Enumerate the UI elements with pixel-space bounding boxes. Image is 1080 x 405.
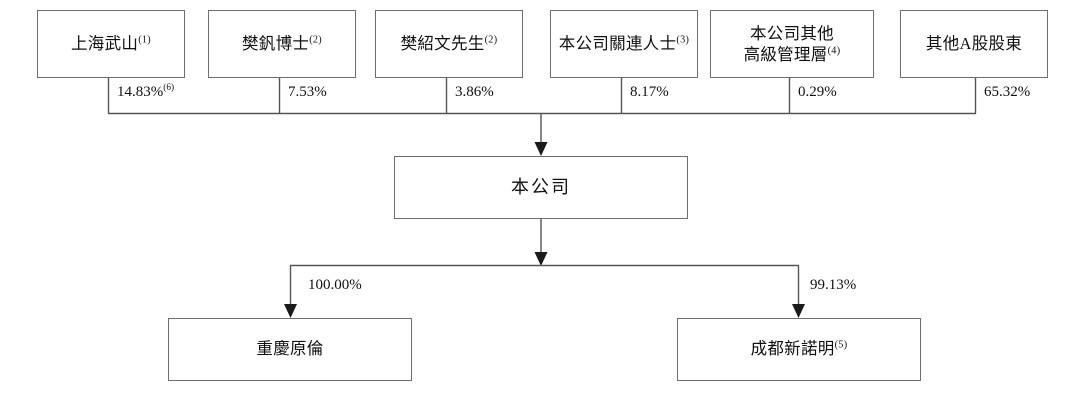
footnote-marker: (3)	[676, 34, 690, 46]
node-label: 樊釩博士(2)	[241, 33, 323, 53]
node-company-connected-persons[interactable]: 本公司關連人士(3)	[550, 10, 698, 78]
node-other-a-share-shareholders[interactable]: 其他A股股東	[900, 10, 1048, 78]
branch-arrowhead-s2	[792, 304, 805, 318]
node-label: 成都新諾明(5)	[750, 339, 848, 359]
footnote-marker: (2)	[309, 34, 323, 46]
edge-label-n2-percent: 7.53%	[288, 84, 327, 100]
node-chongqing-yuanlun[interactable]: 重慶原倫	[168, 318, 412, 381]
edge-label-n1-percent: 14.83%(6)	[117, 83, 175, 100]
footnote-marker: (2)	[484, 34, 498, 46]
edge-label-n5-percent: 0.29%	[798, 84, 837, 100]
footnote-marker: (6)	[163, 83, 175, 93]
edge-label-n6-percent: 65.32%	[984, 84, 1031, 100]
node-label: 重慶原倫	[256, 339, 324, 359]
node-label: 樊紹文先生(2)	[400, 33, 498, 53]
footnote-marker: (5)	[834, 339, 848, 351]
node-the-company[interactable]: 本公司	[394, 156, 688, 219]
edge-label-n3-percent: 3.86%	[455, 84, 494, 100]
node-label: 上海武山(1)	[70, 33, 152, 53]
edge-label-s2-percent: 99.13%	[810, 277, 857, 293]
company-outbound-arrowhead	[534, 252, 548, 266]
node-chengdu-xinnuoming[interactable]: 成都新諾明(5)	[677, 318, 921, 381]
node-other-senior-management[interactable]: 本公司其他高級管理層(4)	[710, 10, 874, 78]
node-label: 本公司其他高級管理層(4)	[743, 23, 841, 64]
edge-label-n4-percent: 8.17%	[630, 84, 669, 100]
node-label: 其他A股股東	[925, 33, 1023, 53]
edge-label-s1-percent: 100.00%	[308, 277, 362, 293]
node-dr-fan-fan[interactable]: 樊釩博士(2)	[208, 10, 356, 78]
footnote-marker: (1)	[138, 34, 152, 46]
node-shanghai-wushan[interactable]: 上海武山(1)	[37, 10, 185, 78]
node-label: 本公司關連人士(3)	[558, 33, 690, 53]
node-label: 本公司	[511, 177, 571, 198]
footnote-marker: (4)	[827, 45, 841, 57]
company-inbound-arrowhead	[534, 142, 548, 156]
branch-arrowhead-s1	[284, 304, 297, 318]
node-mr-fan-shaowen[interactable]: 樊紹文先生(2)	[375, 10, 523, 78]
